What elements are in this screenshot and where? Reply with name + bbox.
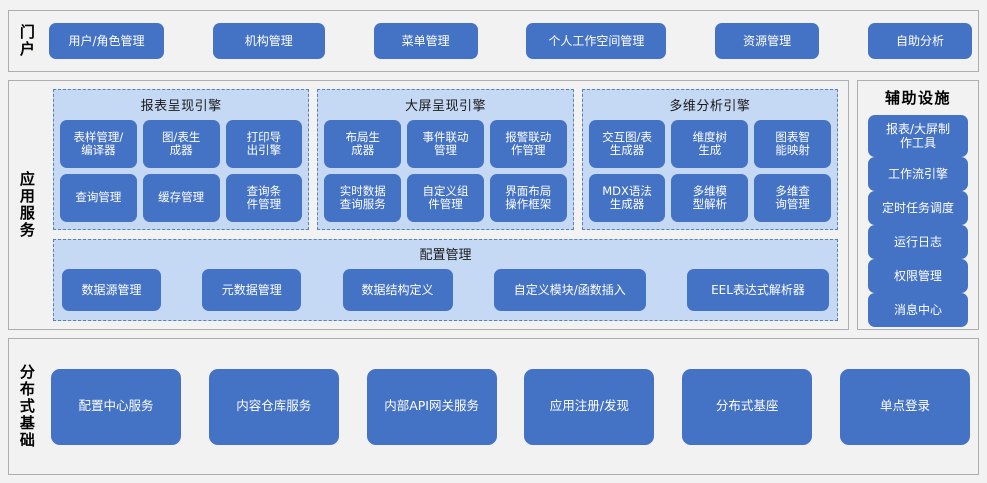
config-management-items: 数据源管理 元数据管理 数据结构定义 自定义模块/函数插入 EEL表达式解析器 <box>62 268 829 312</box>
aux-item-report-dashboard-authoring-tool[interactable]: 报表/大屏制 作工具 <box>868 115 968 157</box>
infrastructure-item-single-sign-on[interactable]: 单点登录 <box>839 368 970 445</box>
engine-multidimensional-analysis-items: 交互图/表 生成器 维度树 生成 图表智 能映射 MDX语法 生成器 多维模 型… <box>588 120 831 223</box>
aux-item-workflow-engine[interactable]: 工作流引擎 <box>868 157 968 191</box>
engine-large-screen-rendering: 大屏呈现引擎 布局生 成器 事件联动 管理 报警联动 作管理 实时数据 查询服务… <box>317 89 574 231</box>
portal-item-self-service-analysis[interactable]: 自助分析 <box>867 23 972 59</box>
config-management-panel: 配置管理 数据源管理 元数据管理 数据结构定义 自定义模块/函数插入 EEL表达… <box>53 239 838 321</box>
portal-band: 门户 用户/角色管理 机构管理 菜单管理 个人工作空间管理 资源管理 自助分析 <box>8 10 979 72</box>
config-management-title: 配置管理 <box>419 248 472 264</box>
infrastructure-item-config-center-service[interactable]: 配置中心服务 <box>51 368 181 445</box>
infrastructure-band: 分布式基础 配置中心服务 内容仓库服务 内部API网关服务 应用注册/发现 分布… <box>8 338 979 475</box>
portal-item-user-role-management[interactable]: 用户/角色管理 <box>49 23 164 59</box>
config-item-datasource-management[interactable]: 数据源管理 <box>62 269 161 312</box>
infrastructure-items: 配置中心服务 内容仓库服务 内部API网关服务 应用注册/发现 分布式基座 单点… <box>43 339 978 474</box>
engine-item-multidimensional-model-parsing[interactable]: 多维模 型解析 <box>671 174 749 223</box>
engine-large-screen-rendering-title: 大屏呈现引擎 <box>404 99 486 114</box>
aux-item-scheduled-task-scheduling[interactable]: 定时任务调度 <box>868 191 968 225</box>
engine-item-cache-management[interactable]: 缓存管理 <box>142 174 220 223</box>
engine-item-realtime-data-query-service[interactable]: 实时数据 查询服务 <box>324 174 402 223</box>
aux-facilities-band: 辅助设施 报表/大屏制 作工具 工作流引擎 定时任务调度 运行日志 权限管理 消… <box>857 80 979 330</box>
infrastructure-item-content-repository-service[interactable]: 内容仓库服务 <box>208 368 339 445</box>
engine-item-template-management-compiler[interactable]: 表样管理/ 编译器 <box>60 120 137 169</box>
portal-item-resource-management[interactable]: 资源管理 <box>715 23 820 59</box>
engine-item-query-condition-management[interactable]: 查询条 件管理 <box>225 174 303 223</box>
config-item-metadata-management[interactable]: 元数据管理 <box>202 269 302 312</box>
engine-item-ui-layout-operation-framework[interactable]: 界面布局 操作框架 <box>489 174 567 223</box>
engine-item-layout-generator[interactable]: 布局生 成器 <box>324 120 402 169</box>
app-services-band-label: 应用服务 <box>17 171 36 239</box>
engine-item-chart-table-generator[interactable]: 图/表生 成器 <box>142 120 220 169</box>
portal-band-label: 门户 <box>17 24 36 58</box>
aux-item-permission-management[interactable]: 权限管理 <box>868 259 968 293</box>
config-item-data-structure-definition[interactable]: 数据结构定义 <box>342 269 453 312</box>
infrastructure-band-label: 分布式基础 <box>17 364 36 449</box>
engine-item-dimension-tree-generation[interactable]: 维度树 生成 <box>671 120 749 169</box>
app-services-body: 报表呈现引擎 表样管理/ 编译器 图/表生 成器 打印导 出引擎 查询管理 缓存… <box>43 81 848 329</box>
engine-item-interactive-chart-table-generator[interactable]: 交互图/表 生成器 <box>588 120 666 169</box>
engine-item-mdx-syntax-generator[interactable]: MDX语法 生成器 <box>588 174 666 223</box>
aux-facilities-items: 报表/大屏制 作工具 工作流引擎 定时任务调度 运行日志 权限管理 消息中心 <box>868 115 968 327</box>
config-item-eel-expression-parser[interactable]: EEL表达式解析器 <box>687 269 829 312</box>
engine-large-screen-rendering-items: 布局生 成器 事件联动 管理 报警联动 作管理 实时数据 查询服务 自定义组 件… <box>324 120 567 223</box>
infrastructure-item-distributed-base[interactable]: 分布式基座 <box>682 368 813 445</box>
aux-item-runtime-log[interactable]: 运行日志 <box>868 225 968 259</box>
config-item-custom-module-function-insertion[interactable]: 自定义模块/函数插入 <box>493 269 646 312</box>
portal-item-organization-management[interactable]: 机构管理 <box>212 23 325 59</box>
middle-area: 应用服务 报表呈现引擎 表样管理/ 编译器 图/表生 成器 打印导 出引擎 查询… <box>8 80 979 330</box>
engine-report-rendering-items: 表样管理/ 编译器 图/表生 成器 打印导 出引擎 查询管理 缓存管理 查询条 … <box>60 120 303 223</box>
portal-items: 用户/角色管理 机构管理 菜单管理 个人工作空间管理 资源管理 自助分析 <box>43 11 978 71</box>
engine-item-custom-component-management[interactable]: 自定义组 件管理 <box>407 174 484 223</box>
infrastructure-item-internal-api-gateway-service[interactable]: 内部API网关服务 <box>366 368 497 445</box>
app-services-band: 应用服务 报表呈现引擎 表样管理/ 编译器 图/表生 成器 打印导 出引擎 查询… <box>8 80 849 330</box>
engine-item-chart-intelligent-mapping[interactable]: 图表智 能映射 <box>754 120 831 169</box>
engine-item-query-management[interactable]: 查询管理 <box>60 174 137 223</box>
aux-item-message-center[interactable]: 消息中心 <box>868 293 968 327</box>
engine-report-rendering-title: 报表呈现引擎 <box>140 99 222 114</box>
engine-item-event-linkage-management[interactable]: 事件联动 管理 <box>407 120 484 169</box>
aux-facilities-title: 辅助设施 <box>884 89 951 107</box>
portal-item-personal-workspace-management[interactable]: 个人工作空间管理 <box>526 23 667 59</box>
engine-item-alarm-linkage-action-management[interactable]: 报警联动 作管理 <box>489 120 567 169</box>
infrastructure-item-app-registration-discovery[interactable]: 应用注册/发现 <box>524 368 655 445</box>
engine-report-rendering: 报表呈现引擎 表样管理/ 编译器 图/表生 成器 打印导 出引擎 查询管理 缓存… <box>53 89 310 231</box>
engine-item-multidimensional-query-management[interactable]: 多维查 询管理 <box>754 174 831 223</box>
engine-item-print-export-engine[interactable]: 打印导 出引擎 <box>225 120 303 169</box>
engine-multidimensional-analysis: 多维分析引擎 交互图/表 生成器 维度树 生成 图表智 能映射 MDX语法 生成… <box>581 89 838 231</box>
portal-item-menu-management[interactable]: 菜单管理 <box>373 23 478 59</box>
engine-multidimensional-analysis-title: 多维分析引擎 <box>669 99 751 114</box>
engines-row: 报表呈现引擎 表样管理/ 编译器 图/表生 成器 打印导 出引擎 查询管理 缓存… <box>53 89 838 231</box>
